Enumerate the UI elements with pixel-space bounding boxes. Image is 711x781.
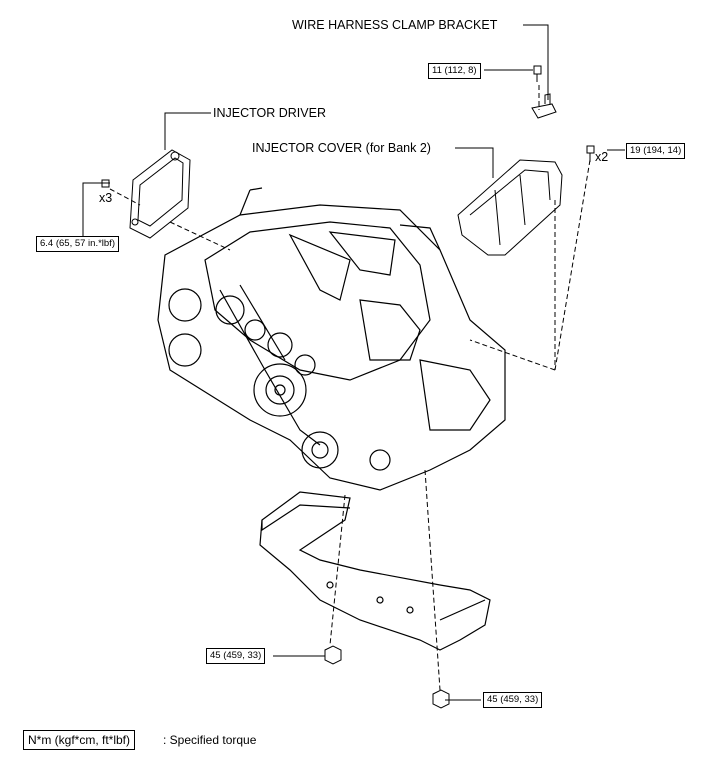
label-injector-cover: INJECTOR COVER (for Bank 2) [252, 141, 431, 155]
leader-lines [82, 24, 625, 701]
engine-assembly [157, 187, 506, 491]
quantity-driver-bolts: x3 [99, 191, 113, 205]
legend-unit-box: N*m (kgf*cm, ft*lbf) [23, 730, 136, 750]
nut-left [324, 645, 342, 665]
bolt-bracket [533, 65, 542, 82]
torque-driver-bolts: 6.4 (65, 57 in.*lbf) [36, 236, 119, 252]
wire-harness-bracket-part [531, 93, 557, 119]
label-wire-harness-clamp-bracket: WIRE HARNESS CLAMP BRACKET [292, 18, 498, 32]
crossmember-part [259, 491, 491, 651]
quantity-cover-bolts: x2 [595, 150, 609, 164]
bolts-driver [101, 179, 110, 188]
torque-mount-nut-left: 45 (459, 33) [206, 648, 266, 664]
nut-right [432, 689, 450, 709]
bolts-cover [586, 145, 595, 162]
torque-cover-bolts: 19 (194, 14) [626, 143, 686, 159]
label-injector-driver: INJECTOR DRIVER [213, 106, 326, 120]
injector-driver-part [129, 149, 191, 239]
torque-mount-nut-right: 45 (459, 33) [483, 692, 543, 708]
legend-description: : Specified torque [163, 733, 257, 747]
injector-cover-part [457, 159, 563, 256]
torque-bracket-bolt: 11 (112, 8) [428, 63, 481, 79]
